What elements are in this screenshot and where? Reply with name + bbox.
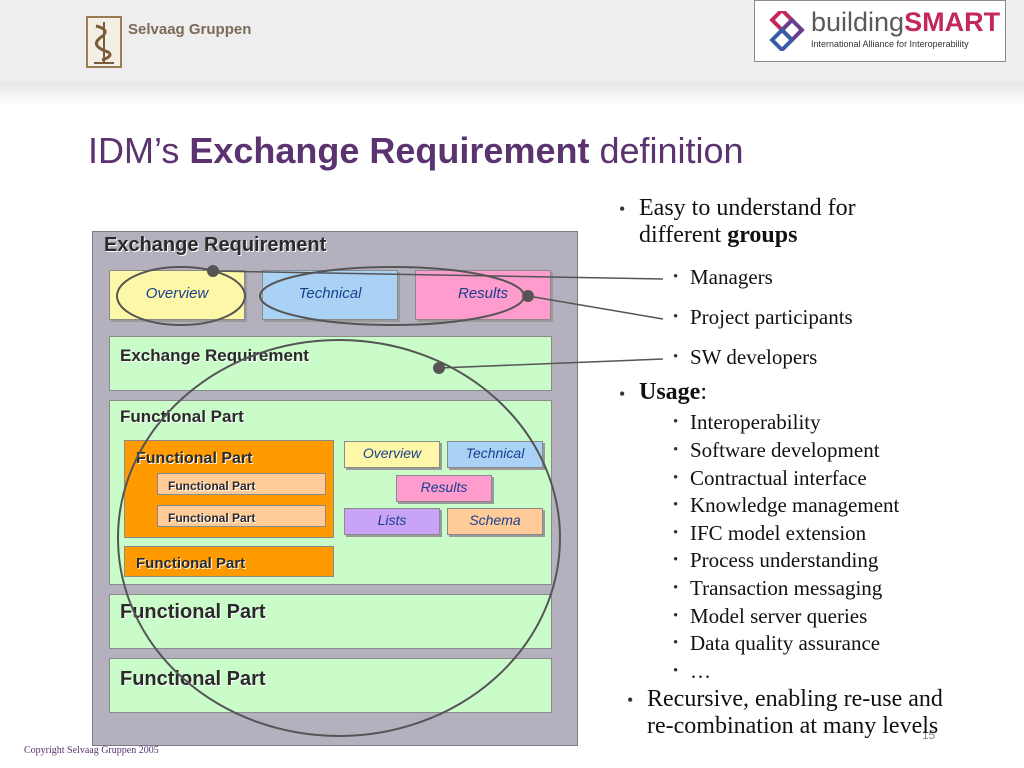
schema-note-small: Schema — [447, 508, 543, 535]
lists-note-small: Lists — [344, 508, 440, 535]
technical-note-top: Technical — [262, 270, 398, 320]
overview-note-top: Overview — [109, 270, 245, 320]
orange-fp-bottom-label: Functional Part — [136, 555, 246, 572]
technical-note-small: Technical — [447, 441, 543, 468]
buildingsmart-word-a: building — [811, 7, 905, 37]
bullet-1-bold: groups — [727, 222, 798, 248]
bullet-dot-2: • — [619, 384, 626, 404]
group-dot-1: • — [673, 269, 679, 285]
usage-item: IFC model extension — [690, 521, 867, 545]
sub-fp-label-1: Functional Part — [168, 479, 256, 493]
bullet-dot-1: • — [619, 199, 626, 219]
usage-dot: • — [673, 580, 679, 596]
buildingsmart-tagline: International Alliance for Interoperabil… — [811, 39, 969, 49]
header-shadow — [0, 82, 1024, 106]
usage-item: Software development — [690, 438, 880, 462]
orange-fp-label: Functional Part — [136, 450, 253, 467]
group-item: Project participants — [690, 305, 853, 329]
group-item: Managers — [690, 265, 773, 289]
usage-dot: • — [673, 635, 679, 651]
usage-item: Interoperability — [690, 410, 821, 434]
bullet-1-plain: different — [639, 222, 728, 248]
bullet-1-line1: Easy to understand for — [639, 195, 856, 221]
buildingsmart-word-b: SMART — [904, 7, 1001, 37]
copyright-text: Copyright Selvaag Gruppen 2005 — [24, 745, 159, 756]
fp-container-label: Functional Part — [120, 407, 244, 426]
fp-row-label-2: Functional Part — [120, 668, 266, 690]
group-item: SW developers — [690, 345, 818, 369]
overview-note-small: Overview — [344, 441, 440, 468]
usage-dot: • — [673, 608, 679, 624]
group-dot-2: • — [673, 309, 679, 325]
usage-dot: • — [673, 497, 679, 513]
usage-dot: • — [673, 552, 679, 568]
bullet-3-line2: re-combination at many levels — [647, 713, 939, 739]
results-note-top: Results — [415, 270, 551, 320]
title-prefix: IDM’s — [88, 130, 190, 171]
sub-fp-label-2: Functional Part — [168, 511, 256, 525]
usage-bold: Usage — [639, 379, 701, 405]
usage-dot: • — [673, 663, 679, 679]
fp-row-label-1: Functional Part — [120, 601, 266, 623]
group-dot-3: • — [673, 349, 679, 365]
title-suffix: definition — [589, 130, 744, 171]
buildingsmart-logo: buildingSMART International Alliance for… — [754, 0, 1006, 62]
buildingsmart-emblem-icon — [769, 11, 805, 51]
usage-colon: : — [700, 379, 707, 405]
usage-item: Transaction messaging — [690, 576, 883, 600]
usage-item: Model server queries — [690, 604, 868, 628]
page-title: IDM’s Exchange Requirement definition — [88, 130, 744, 172]
results-note-small: Results — [396, 475, 492, 502]
usage-item: Knowledge management — [690, 493, 900, 517]
inner-er-label: Exchange Requirement — [120, 346, 309, 365]
selvaag-logo: Selvaag Gruppen — [86, 16, 276, 68]
selvaag-logo-text: Selvaag Gruppen — [128, 21, 252, 38]
bullet-dot-3: • — [627, 690, 634, 710]
selvaag-emblem-icon — [86, 16, 122, 68]
title-bold: Exchange Requirement — [189, 130, 590, 171]
usage-item: Contractual interface — [690, 466, 867, 490]
usage-dot: • — [673, 442, 679, 458]
page-number: 15 — [922, 728, 936, 742]
usage-item: Process understanding — [690, 548, 879, 572]
bullet-3-line1: Recursive, enabling re-use and — [647, 686, 943, 712]
usage-dot: • — [673, 414, 679, 430]
usage-item: Data quality assurance — [690, 631, 881, 655]
bullet-1-line2: different groups — [639, 222, 797, 249]
outer-er-label: Exchange Requirement — [104, 234, 327, 256]
bullet-2: Usage: — [639, 379, 707, 406]
usage-item: … — [690, 659, 711, 683]
usage-dot: • — [673, 525, 679, 541]
usage-dot: • — [673, 470, 679, 486]
